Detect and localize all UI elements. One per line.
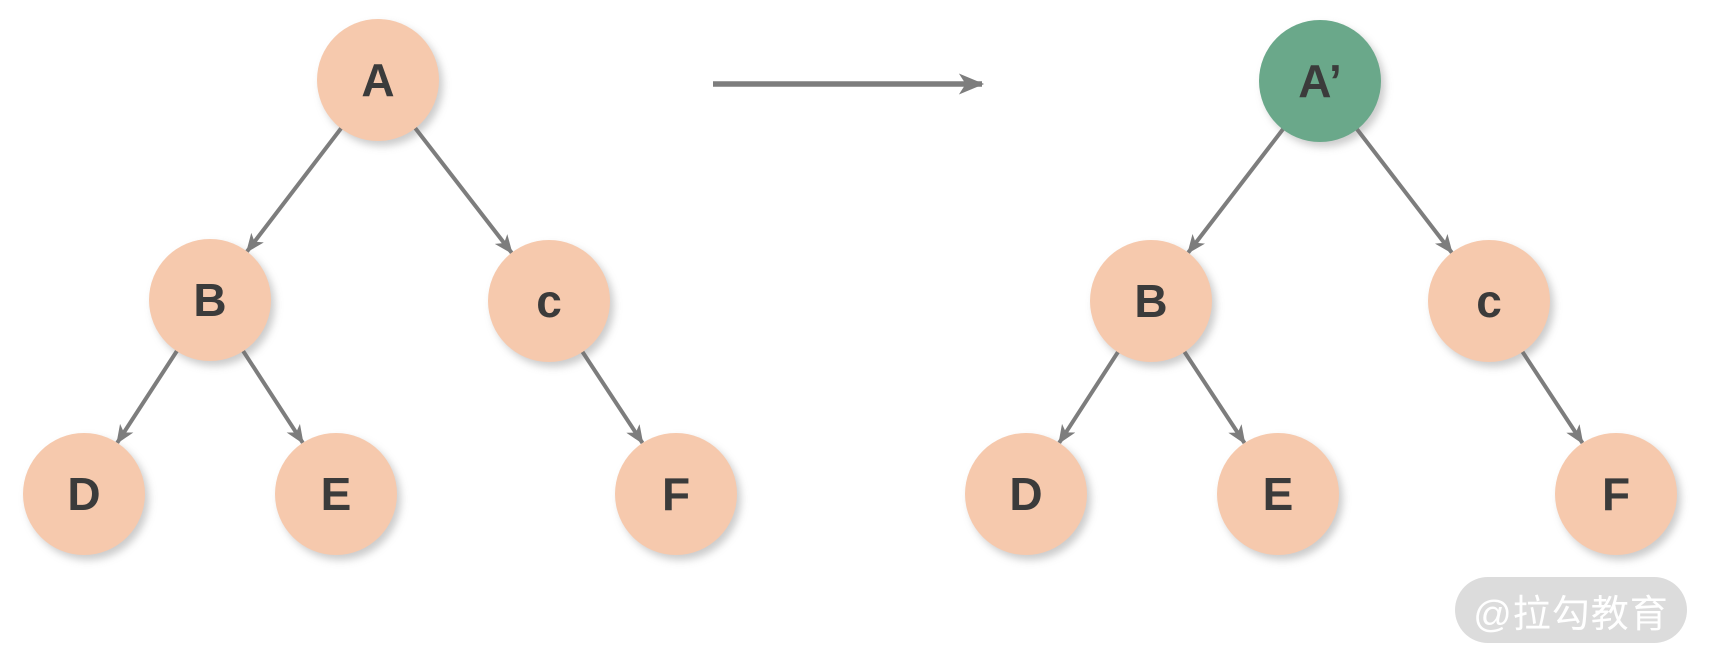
node-label: A: [361, 54, 395, 106]
left-tree-node-f: F: [615, 433, 737, 555]
right-tree-node-b: B: [1090, 240, 1212, 362]
node-label: B: [193, 274, 227, 326]
right-tree-node-f: F: [1555, 433, 1677, 555]
left-tree-node-c: c: [488, 240, 610, 362]
left-tree-node-d: D: [23, 433, 145, 555]
left-tree-node-a: A: [317, 19, 439, 141]
node-label: F: [1601, 468, 1631, 520]
node-label: E: [1262, 468, 1294, 520]
right-tree-node-a-prime: A’: [1259, 20, 1381, 142]
node-label: c: [1476, 275, 1502, 327]
node-label: A’: [1298, 55, 1342, 107]
node-label: c: [536, 275, 562, 327]
node-label: E: [320, 468, 352, 520]
right-tree-node-d: D: [965, 433, 1087, 555]
node-label: F: [661, 468, 691, 520]
watermark-badge: @拉勾教育: [1455, 577, 1687, 643]
right-tree-node-e: E: [1217, 433, 1339, 555]
node-label: D: [67, 468, 101, 520]
node-label: D: [1009, 468, 1043, 520]
left-tree-node-b: B: [149, 239, 271, 361]
left-tree-node-e: E: [275, 433, 397, 555]
right-tree-node-c: c: [1428, 240, 1550, 362]
node-label: B: [1134, 275, 1168, 327]
watermark-label: @拉勾教育: [1473, 593, 1669, 636]
